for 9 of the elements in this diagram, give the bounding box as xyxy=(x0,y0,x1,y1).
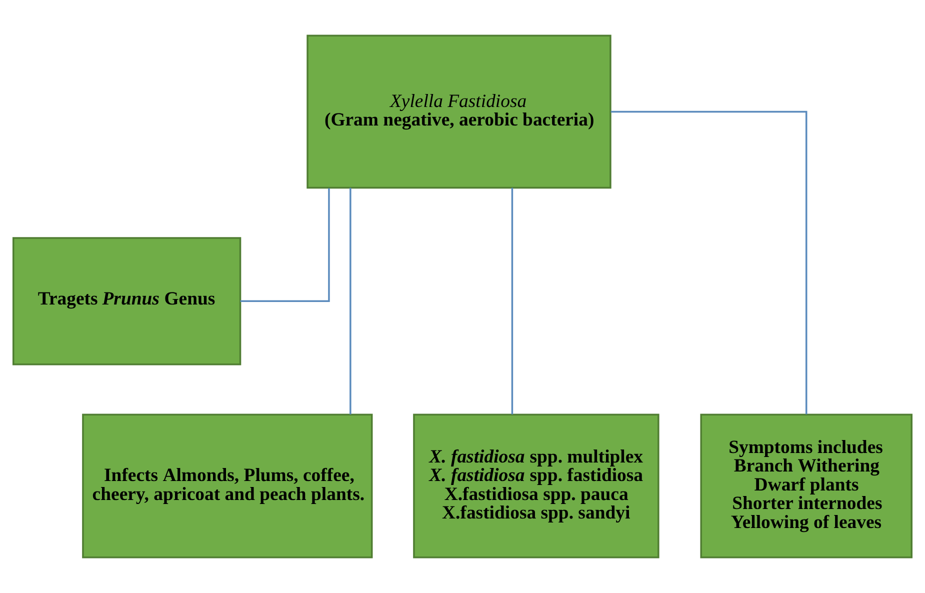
connector xyxy=(610,110,808,414)
node-box: Tragets Prunus Genus xyxy=(12,237,242,366)
node-box: Symptoms includes Branch Withering Dwarf plants Shorter internodes Yellowing of leaves xyxy=(700,414,912,558)
connector xyxy=(350,188,352,414)
node-box: X. fastidiosa spp. multiplex X. fastidiosa spp. fastidiosa X.fastidiosa spp. pauca X.fastidiosa spp. sandyi xyxy=(413,414,660,558)
node-box: Xylella Fastidiosa (Gram negative, aerobic bacteria) xyxy=(306,34,612,189)
connector xyxy=(240,188,330,302)
connector xyxy=(511,188,514,414)
node-box: Infects Almonds, Plums, coffee, cheery, apricoat and peach plants. xyxy=(82,414,373,558)
